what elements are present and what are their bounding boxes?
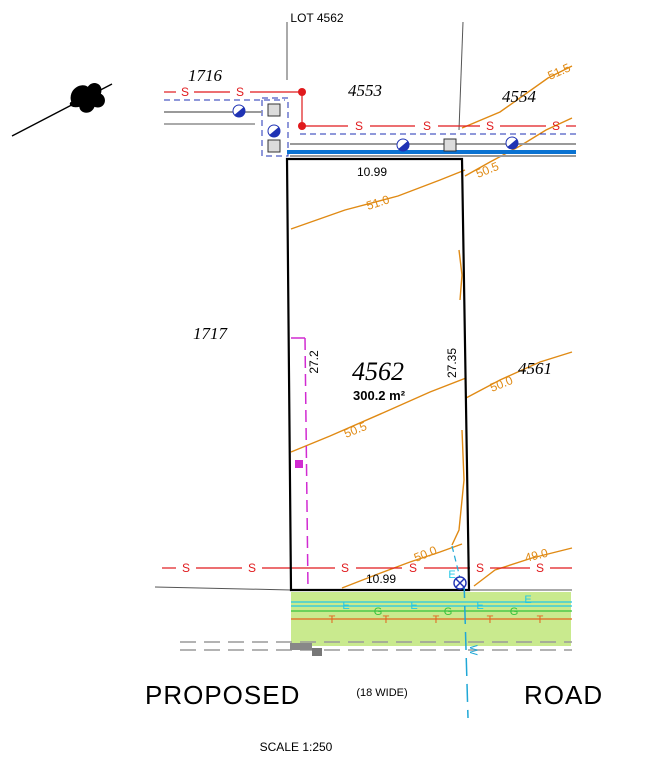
contour-label-50-5-mid: 50.5 [342, 419, 369, 441]
svg-text:S: S [476, 561, 484, 575]
contour-label-49-0: 49.0 [523, 546, 549, 565]
svg-text:S: S [409, 561, 417, 575]
electric-markers: E E E E E [342, 569, 531, 612]
lot-label-4561: 4561 [518, 359, 552, 378]
contour-51-5 [461, 65, 573, 129]
telecom-markers: T T T T T [329, 614, 544, 626]
electric-line [291, 601, 572, 607]
road-width-note: (18 WIDE) [356, 687, 407, 699]
contour-49-0 [473, 547, 573, 587]
contour-50-0-right [465, 351, 573, 399]
lot-label-4554: 4554 [502, 87, 537, 106]
svg-text:S: S [552, 119, 560, 133]
contour-lines [290, 65, 573, 589]
gas-markers: G G G [374, 606, 519, 618]
water-marker: W [467, 645, 479, 656]
stormwater-pit-icon [232, 104, 246, 118]
svg-text:T: T [487, 614, 494, 626]
svg-text:T: T [383, 614, 390, 626]
contour-50-5-mid [290, 377, 467, 453]
svg-text:G: G [444, 606, 453, 618]
svg-text:S: S [423, 119, 431, 133]
road-name-left: PROPOSED [145, 680, 300, 710]
svg-text:S: S [486, 119, 494, 133]
stormwater-pit-icon [267, 124, 281, 138]
svg-text:S: S [236, 85, 244, 99]
lot-number: 4562 [352, 357, 404, 386]
stormwater-pits [232, 104, 519, 152]
easement-line [304, 337, 309, 591]
road-edge-lines [180, 641, 572, 651]
contour-label-50-5-top: 50.5 [474, 159, 501, 181]
svg-text:S: S [182, 561, 190, 575]
stormwater-pit-icon [396, 138, 410, 152]
neighbour-boundaries [154, 21, 572, 591]
contour-50-0-bottom [341, 543, 463, 589]
svg-text:G: G [374, 606, 383, 618]
lot-area: 300.2 m² [353, 388, 406, 403]
sewer-manhole-icon [267, 103, 281, 117]
electric-pit-icon [453, 576, 467, 590]
contour-label-50-0-right: 50.0 [488, 373, 515, 395]
road-name-right: ROAD [524, 680, 603, 710]
svg-text:E: E [476, 600, 483, 612]
svg-text:S: S [355, 119, 363, 133]
kerb-inlet-icon [290, 643, 312, 650]
svg-text:T: T [433, 614, 440, 626]
contour-51-0 [290, 169, 466, 230]
dimension-bottom-width: 10.99 [366, 572, 396, 586]
svg-text:E: E [524, 594, 531, 606]
svg-text:E: E [410, 600, 417, 612]
svg-text:T: T [537, 614, 544, 626]
lot-boundary [285, 157, 471, 592]
sewer-markers: S S S S S S S S S S S S [181, 85, 560, 575]
lot-label-4553: 4553 [348, 81, 382, 100]
sewer-dashed-lines [164, 97, 576, 157]
svg-text:E: E [448, 569, 455, 581]
svg-text:E: E [342, 600, 349, 612]
lot-label-1716: 1716 [188, 66, 223, 85]
lot-label-1717: 1717 [193, 324, 229, 343]
svg-text:S: S [536, 561, 544, 575]
svg-text:G: G [510, 606, 519, 618]
dimension-right-depth: 27.35 [445, 348, 459, 378]
svg-text:T: T [329, 614, 336, 626]
water-line [463, 579, 469, 719]
scale-label: SCALE 1:250 [260, 740, 333, 754]
contour-label-51-5: 51.5 [546, 60, 573, 82]
easement-marker [295, 460, 303, 468]
service-pits [267, 103, 457, 153]
page-title: LOT 4562 [290, 11, 343, 25]
dimension-top-width: 10.99 [357, 165, 387, 179]
sewer-nodes [298, 88, 306, 130]
svg-text:S: S [341, 561, 349, 575]
contour-50-5-top [464, 117, 573, 177]
grey-lines [164, 111, 576, 157]
sewer-line-top [164, 91, 576, 127]
stormwater-pit-icon [505, 136, 519, 150]
svg-text:S: S [181, 85, 189, 99]
north-arrow-icon [11, 83, 113, 137]
dimension-left-depth: 27.2 [307, 350, 321, 374]
contour-label-51-0: 51.0 [365, 192, 392, 213]
svg-text:S: S [248, 561, 256, 575]
